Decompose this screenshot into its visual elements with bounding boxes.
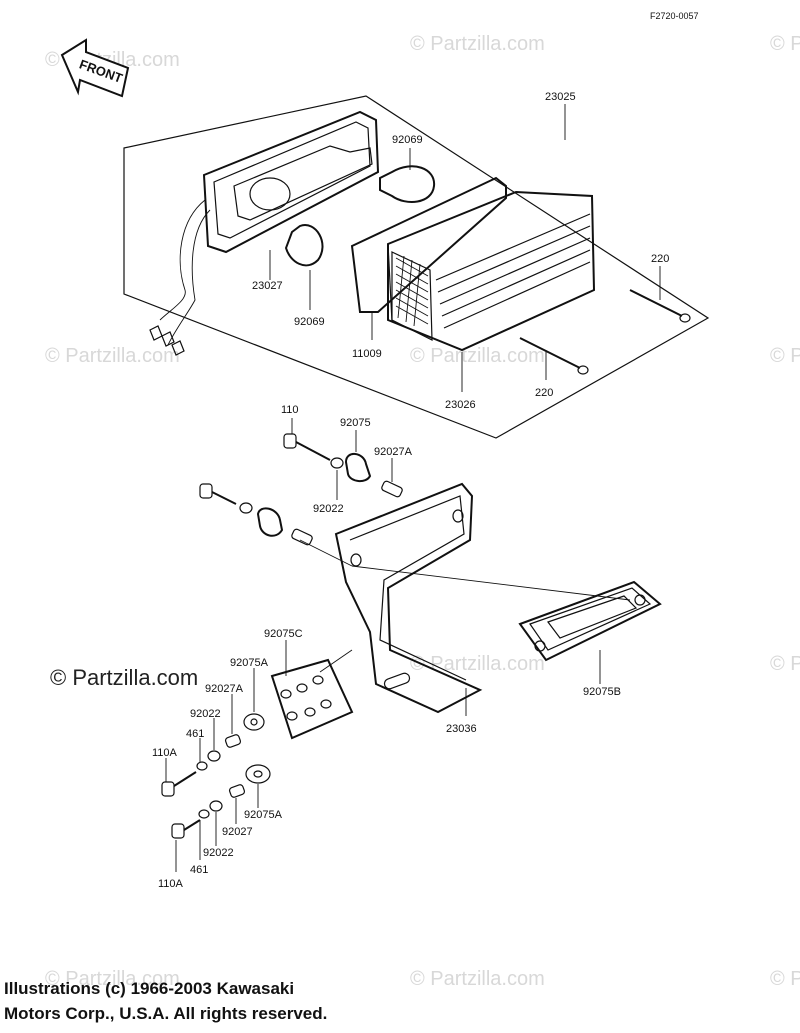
- part-label: 92027A: [205, 683, 244, 695]
- part-label: 461: [190, 864, 208, 876]
- collar-92027: [228, 784, 246, 824]
- watermark: © Partzilla.com: [770, 33, 800, 55]
- bolt-110: [283, 418, 331, 461]
- part-label: 110: [281, 404, 299, 416]
- part-label: 92075B: [583, 686, 621, 698]
- screw-220-bottom: [519, 337, 589, 380]
- bulb-upper-icon: [379, 148, 436, 203]
- watermark: © Partzilla.com: [410, 345, 545, 367]
- watermark: © Partzilla.com: [770, 345, 800, 367]
- rubber-block-92075C: [270, 640, 354, 740]
- license-lens: [518, 580, 662, 684]
- part-label: 220: [651, 253, 669, 265]
- assembly-outline: [123, 95, 710, 439]
- bulb-lower-icon: [284, 224, 324, 310]
- part-label: 23027: [252, 280, 283, 292]
- copyright-notice: Illustrations (c) 1966-2003 Kawasaki Mot…: [4, 976, 327, 1026]
- part-label: 92075: [340, 417, 371, 429]
- part-label: 23025: [545, 91, 576, 103]
- watermark: © Partzilla.com: [410, 33, 545, 55]
- part-label: 110A: [158, 878, 184, 890]
- lockwasher-461-bottom: [198, 809, 210, 860]
- washer-92075A-bottom: [245, 764, 271, 808]
- watermark: © Partzilla.com: [45, 345, 180, 367]
- copyright-line-2: Motors Corp., U.S.A. All rights reserved…: [4, 1004, 328, 1023]
- part-label: 92075A: [244, 809, 283, 821]
- watermark: © Partzilla.com: [770, 653, 800, 675]
- part-label: 92075C: [264, 628, 303, 640]
- part-label: 23026: [445, 399, 476, 411]
- part-label: 11009: [352, 348, 382, 360]
- watermark: © Partzilla.com: [770, 968, 800, 990]
- washer-92022-bottom: [209, 800, 223, 846]
- part-label: 92022: [203, 847, 234, 859]
- part-label: 220: [535, 387, 553, 399]
- part-labels: 23025 92069 23027 92069 220 11009 220 23…: [152, 91, 669, 890]
- screw-220-right: [629, 266, 691, 323]
- washer-92022-mid: [207, 718, 221, 762]
- lamp-socket-housing: [149, 110, 380, 356]
- watermark-main: © Partzilla.com: [50, 665, 198, 690]
- diagram-code: F2720-0057: [650, 11, 699, 21]
- collar-92027A-top: [381, 458, 403, 498]
- rubber-92075: [344, 430, 372, 482]
- part-label: 92027A: [374, 446, 413, 458]
- bolt-110A-bottom: [171, 819, 201, 872]
- bolt-110A-top: [161, 758, 197, 797]
- part-label: 92027: [222, 826, 253, 838]
- part-label: 461: [186, 728, 204, 740]
- part-label: 23036: [446, 723, 477, 735]
- lamp-body: [350, 176, 596, 392]
- washer-92022-top: [330, 457, 344, 500]
- part-label: 110A: [152, 747, 178, 759]
- front-arrow-icon: FRONT: [60, 38, 130, 98]
- part-label: 92075A: [230, 657, 269, 669]
- watermark: © Partzilla.com: [45, 968, 180, 990]
- license-bracket: [299, 482, 631, 716]
- part-label: 92022: [190, 708, 221, 720]
- washer-92075A-top: [243, 668, 265, 731]
- collar-92027A-mid: [224, 694, 242, 748]
- watermark: © Partzilla.com: [410, 968, 545, 990]
- lockwasher-461-top: [196, 738, 208, 771]
- copyright-line-1: Illustrations (c) 1966-2003 Kawasaki: [4, 979, 295, 998]
- bolt-second: [199, 483, 313, 546]
- part-label: 92069: [392, 134, 423, 146]
- part-label: 92069: [294, 316, 325, 328]
- part-label: 92022: [313, 503, 344, 515]
